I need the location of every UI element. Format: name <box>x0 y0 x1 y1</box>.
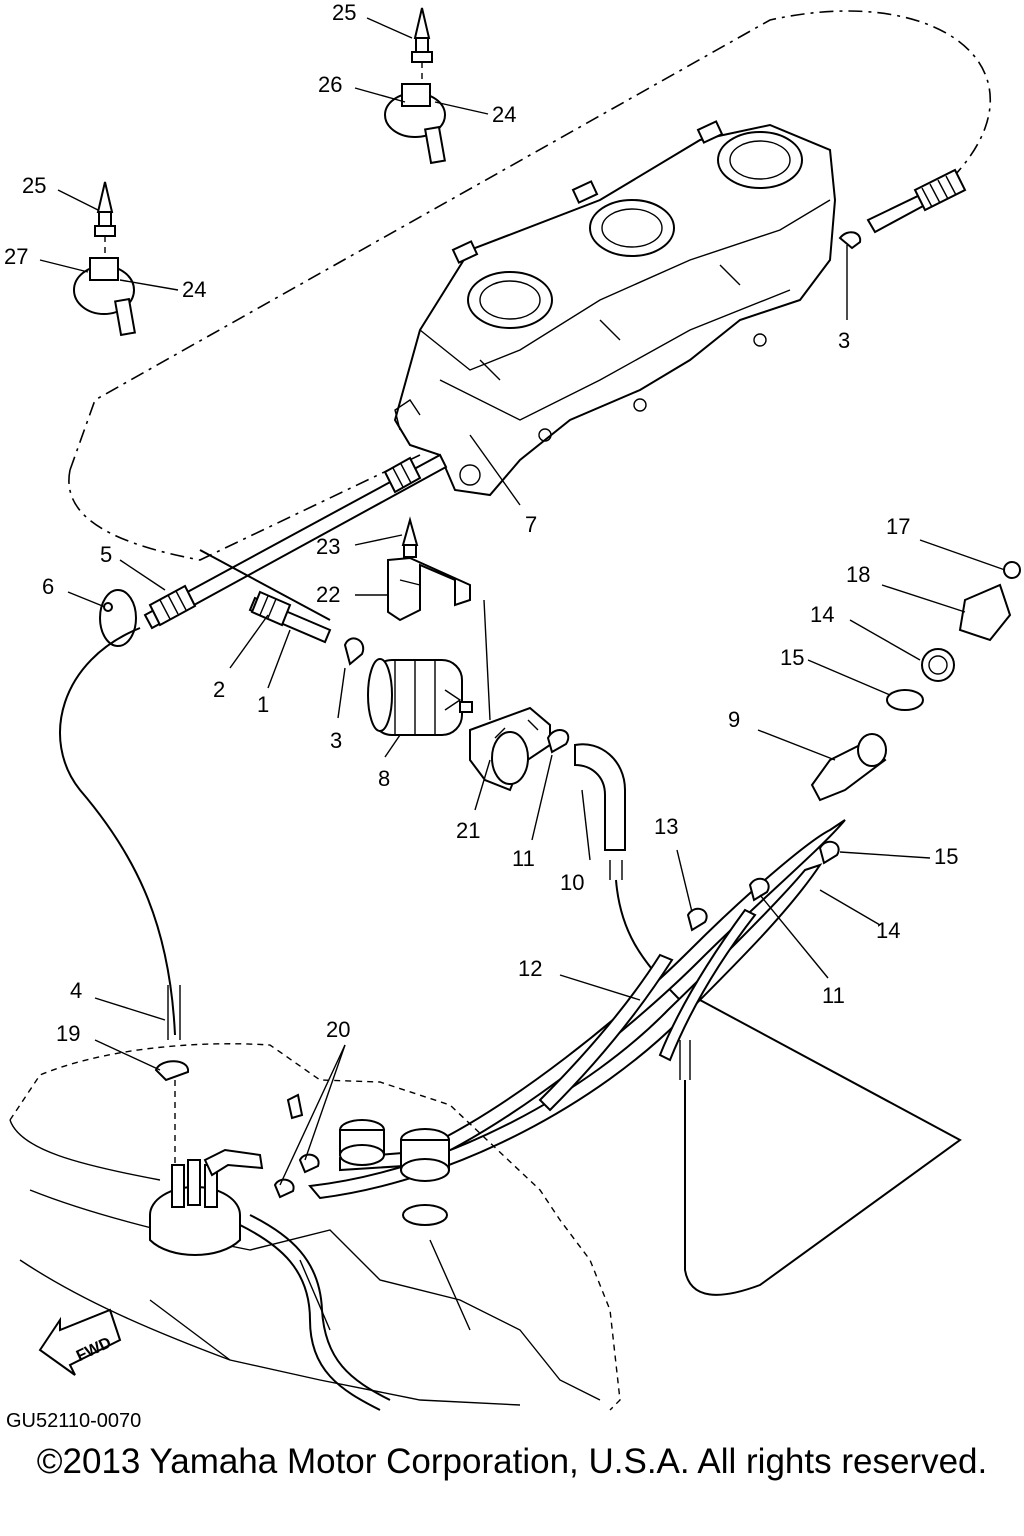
fuel-filter <box>367 658 473 736</box>
callout-15: 15 <box>934 844 958 869</box>
hose-clamps <box>154 840 840 1199</box>
carburetor-assembly <box>393 120 837 497</box>
callout-24: 24 <box>492 102 516 127</box>
callout-7: 7 <box>525 512 537 537</box>
hose-carburetor-right <box>838 168 967 250</box>
callout-10: 10 <box>560 870 584 895</box>
callout-2: 2 <box>213 677 225 702</box>
hose-clamp <box>343 637 365 666</box>
fwd-arrow-icon: FWD <box>38 1308 122 1376</box>
callout-25: 25 <box>332 0 356 25</box>
callout-11: 11 <box>822 983 845 1008</box>
copyright-notice: ©2013 Yamaha Motor Corporation, U.S.A. A… <box>36 1442 988 1481</box>
filter-bracket <box>387 516 491 721</box>
vent-hose-loop <box>69 10 991 471</box>
callout-6: 6 <box>42 574 54 599</box>
callout-11: 11 <box>512 846 535 871</box>
callout-27: 27 <box>4 244 28 269</box>
fuel-tank <box>9 1043 621 1411</box>
fuel-hose-assembly <box>143 453 448 644</box>
callout-9: 9 <box>728 707 740 732</box>
hose-clamp-11 <box>546 729 570 754</box>
callout-8: 8 <box>378 766 390 791</box>
callout-23: 23 <box>316 534 340 559</box>
callout-20: 19 <box>56 1021 80 1046</box>
callout-12: 12 <box>518 956 542 981</box>
callout-17: 15 <box>780 645 804 670</box>
callout-4: 4 <box>70 978 82 1003</box>
diagram-code: GU52110-0070 <box>6 1410 142 1432</box>
callout-24: 24 <box>182 277 206 302</box>
hose-to-tank <box>59 627 176 1036</box>
callout-18: 18 <box>846 562 870 587</box>
callout-21: 21 <box>456 818 480 843</box>
tie-wrap-upper <box>384 7 447 165</box>
callout-3: 3 <box>330 728 342 753</box>
tie-wrap-lower <box>73 181 137 337</box>
fuel-cock-assembly <box>810 561 1021 802</box>
callout-5: 5 <box>100 542 112 567</box>
callout-labels: 25 26 24 25 27 24 3 7 17 23 5 18 6 22 14… <box>4 0 958 1046</box>
callout-13: 13 <box>654 814 678 839</box>
filter-holder <box>469 706 551 792</box>
callout-22: 22 <box>316 582 340 607</box>
callout-16: 14 <box>810 602 834 627</box>
fuel-hoses-to-tank <box>308 819 962 1296</box>
callout-20: 20 <box>326 1017 350 1042</box>
callout-25: 25 <box>22 173 46 198</box>
callout-1: 1 <box>257 692 269 717</box>
leader-lines <box>39 17 1006 1186</box>
clip <box>99 589 137 647</box>
callout-26: 26 <box>318 72 342 97</box>
callout-3: 3 <box>838 328 850 353</box>
callout-14: 14 <box>876 918 900 943</box>
callout-19: 17 <box>886 514 910 539</box>
